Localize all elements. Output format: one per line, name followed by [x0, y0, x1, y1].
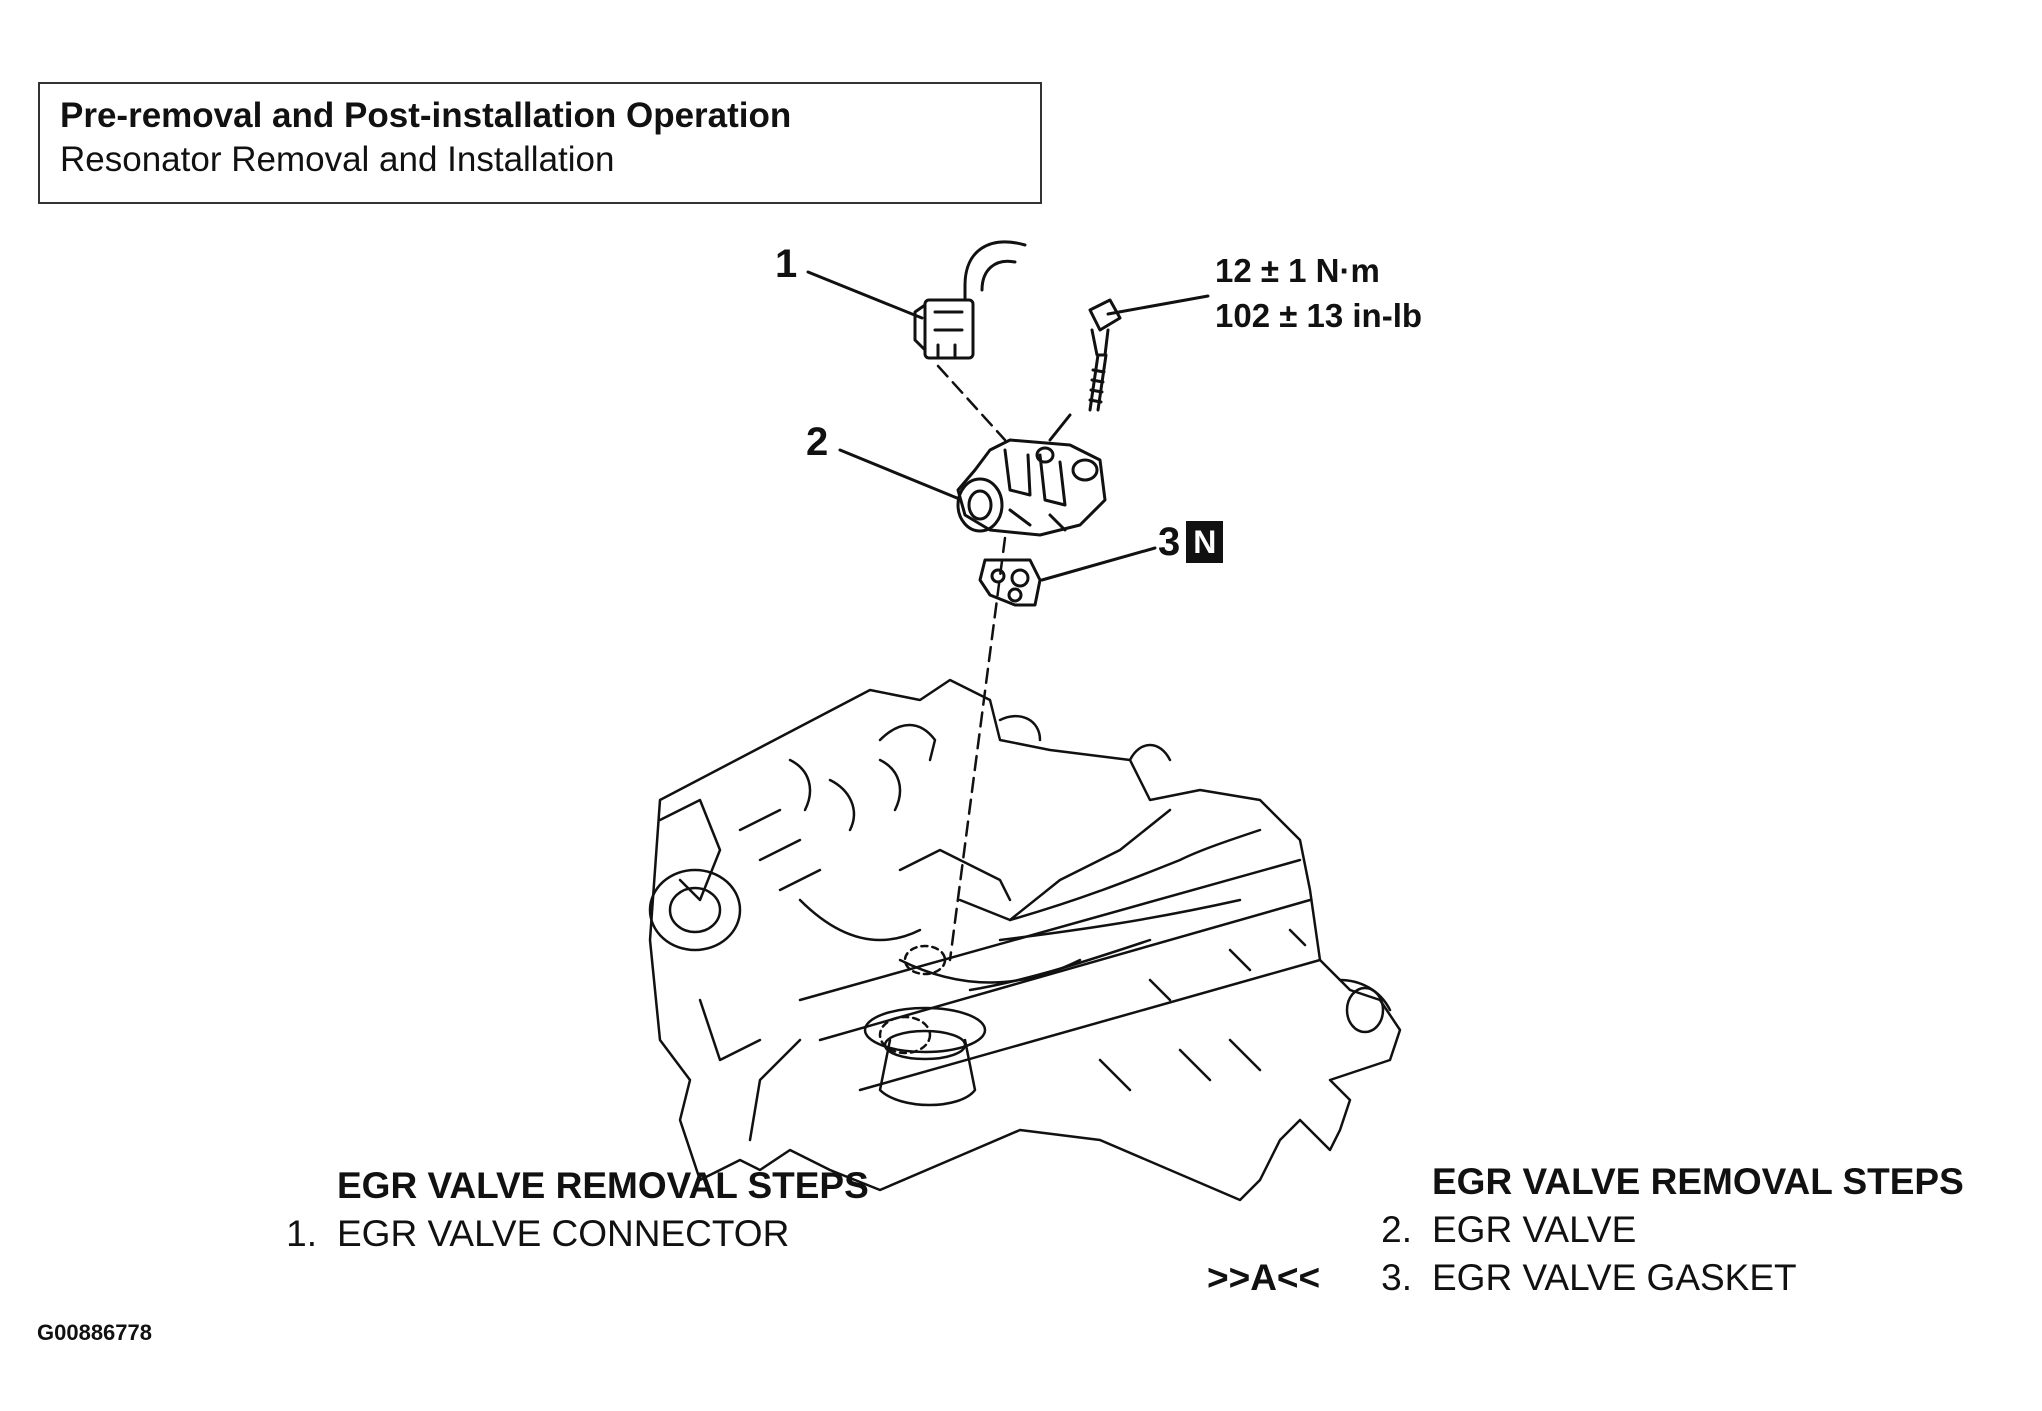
steps-right-title: EGR VALVE REMOVAL STEPS: [1432, 1161, 1964, 1202]
steps-right: EGR VALVE REMOVAL STEPS 2. EGR VALVE >>A…: [1207, 1158, 1964, 1302]
torque-spec: 12 ± 1 N·m 102 ± 13 in-lb: [1215, 248, 1422, 338]
header-box: Pre-removal and Post-installation Operat…: [38, 82, 1042, 204]
step-row: 2. EGR VALVE: [1381, 1206, 1964, 1254]
header-title: Pre-removal and Post-installation Operat…: [60, 96, 792, 135]
step-number: 3.: [1381, 1257, 1412, 1298]
steps-left: EGR VALVE REMOVAL STEPS 1. EGR VALVE CON…: [286, 1162, 869, 1258]
header-subtitle: Resonator Removal and Installation: [60, 140, 615, 179]
torque-metric: 12 ± 1 N·m: [1215, 252, 1380, 289]
step-number: 1.: [286, 1213, 317, 1254]
callout-3-number: 3: [1158, 520, 1181, 564]
new-part-badge: N: [1186, 521, 1224, 563]
steps-left-title: EGR VALVE REMOVAL STEPS: [337, 1165, 869, 1206]
torque-imperial: 102 ± 13 in-lb: [1215, 297, 1423, 334]
egr-connector-drawing: [913, 240, 1027, 360]
egr-valve-drawing: [956, 438, 1107, 537]
service-point-mark: >>A<<: [1207, 1257, 1321, 1298]
figure-id: G00886778: [37, 1320, 152, 1345]
engine-drawing: [648, 678, 1402, 1202]
step-row: >>A<< 3. EGR VALVE GASKET: [1207, 1254, 1964, 1302]
step-label: EGR VALVE: [1432, 1209, 1637, 1250]
step-label: EGR VALVE GASKET: [1432, 1257, 1797, 1298]
bolt-drawing: [1048, 298, 1122, 442]
callout-2: 2: [806, 420, 829, 464]
callout-1: 1: [775, 242, 798, 286]
step-row: 1. EGR VALVE CONNECTOR: [286, 1210, 869, 1258]
step-label: EGR VALVE CONNECTOR: [337, 1213, 790, 1254]
egr-gasket-drawing: [978, 558, 1042, 607]
step-number: 2.: [1381, 1209, 1412, 1250]
